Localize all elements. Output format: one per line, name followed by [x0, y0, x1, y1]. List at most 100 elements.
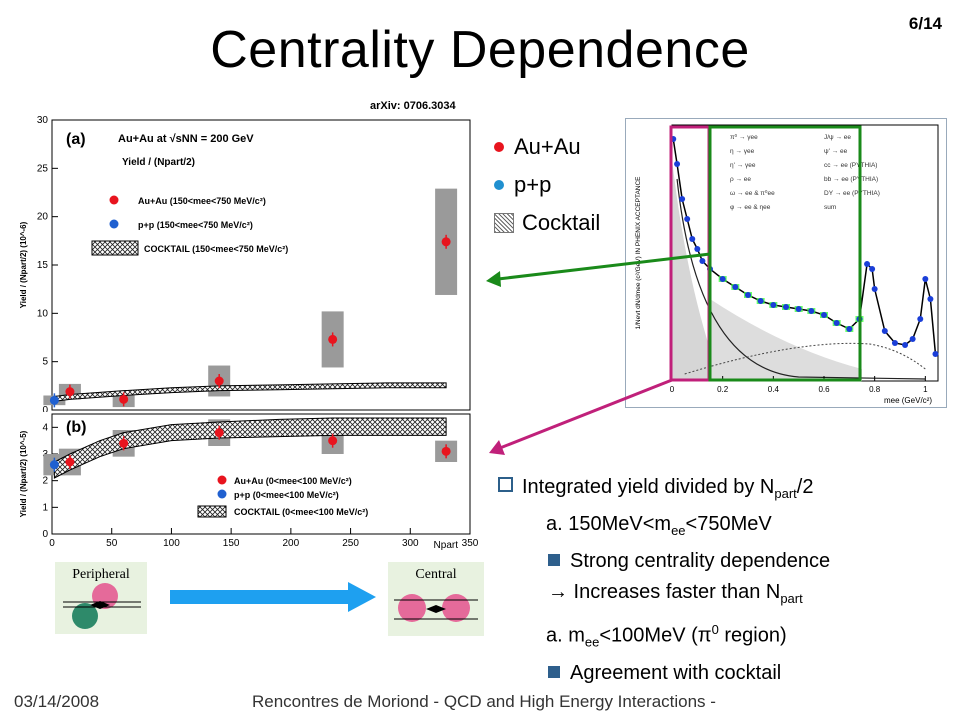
- data-point: [902, 342, 909, 348]
- green-arrowhead-icon: [486, 271, 501, 287]
- x-tick-label: 50: [106, 538, 118, 549]
- dy-curve: [684, 342, 926, 375]
- y-tick-label: 25: [37, 163, 49, 174]
- legend-item-pp: p+p: [494, 166, 600, 204]
- magenta-arrow: [499, 378, 673, 450]
- legend-entry: DY → ee (PYTHIA): [824, 190, 880, 197]
- arrow-right-icon: [170, 582, 376, 612]
- auau-point: [65, 457, 75, 467]
- data-point: [833, 320, 840, 326]
- y-axis-label: Yield / (Npart/2) (10^-6): [19, 221, 28, 308]
- legend-entry: π⁰ → γee: [730, 133, 758, 141]
- data-point: [917, 316, 924, 322]
- data-point: [795, 306, 802, 312]
- legend-text: COCKTAIL (0<mee<100 MeV/c²): [234, 507, 368, 517]
- x-tick-label: 1: [923, 385, 928, 394]
- legend-text: p+p (150<mee<750 MeV/c²): [138, 220, 253, 230]
- data-point: [757, 298, 764, 304]
- x-axis-label: Npart: [434, 540, 459, 551]
- filled-square-icon: [548, 554, 560, 566]
- red-dot-icon: [494, 142, 504, 152]
- footer-conference: Rencontres de Moriond - QCD and High Ene…: [252, 692, 716, 711]
- mid-mass-highlight-box: [708, 125, 862, 382]
- data-point: [864, 261, 871, 267]
- pp-point: [49, 460, 59, 470]
- auau-point: [119, 394, 129, 404]
- x-tick-label: 300: [402, 538, 419, 549]
- filled-square-icon: [548, 665, 560, 678]
- auau-point: [328, 436, 338, 446]
- data-point: [694, 246, 701, 252]
- legend-entry: sum: [824, 204, 836, 211]
- data-point: [699, 258, 706, 264]
- central-cartoon: Central: [388, 562, 484, 636]
- data-point: [732, 284, 739, 290]
- bullet-a1: a. 150MeV<mee<750MeV: [546, 513, 772, 538]
- data-point: [783, 304, 789, 310]
- peripheral-collision-icon: [63, 583, 141, 629]
- y-axis-label: Yield / (Npart/2) (10^-5): [19, 430, 28, 517]
- auau-point: [214, 428, 224, 438]
- legend-cocktail-swatch: [91, 240, 139, 256]
- x-tick-label: 0: [670, 385, 675, 394]
- magenta-arrowhead-icon: [489, 440, 505, 455]
- x-tick-label: 250: [342, 538, 359, 549]
- footer-date: 03/14/2008: [14, 692, 100, 711]
- legend-text: p+p (0<mee<100 MeV/c²): [234, 490, 339, 500]
- pp-point: [49, 395, 59, 405]
- auau-point: [441, 446, 451, 456]
- annotation-energy: Au+Au at √sNN = 200 GeV: [118, 133, 254, 145]
- auau-point: [441, 237, 451, 247]
- data-point: [891, 340, 898, 346]
- bullet-arrow: → Increases faster than Npart: [548, 581, 803, 606]
- legend-item-cocktail: Cocktail: [494, 204, 600, 242]
- auau-point: [65, 387, 75, 397]
- legend-auau-marker: [109, 195, 119, 205]
- cocktail-contribution: [672, 159, 710, 381]
- data-point: [821, 312, 827, 318]
- panel-label: (b): [66, 419, 86, 436]
- auau-point: [328, 334, 338, 344]
- legend-text: Au+Au (0<mee<100 MeV/c²): [234, 476, 352, 486]
- data-point: [932, 351, 939, 357]
- y-tick-label: 30: [37, 115, 49, 126]
- x-tick-label: 0: [49, 538, 55, 549]
- data-point: [770, 302, 777, 308]
- auau-point: [119, 438, 129, 448]
- data-point: [674, 161, 681, 167]
- data-point: [871, 286, 878, 292]
- data-point: [719, 276, 726, 282]
- auau-point: [214, 376, 224, 386]
- data-point: [745, 292, 751, 298]
- legend-cocktail-swatch: [197, 505, 227, 518]
- main-legend: Au+Au p+p Cocktail: [494, 128, 600, 242]
- x-tick-label: 200: [283, 538, 300, 549]
- legend-entry: ψ' → ee: [824, 148, 848, 155]
- x-tick-label: 0.8: [869, 385, 881, 394]
- central-collision-icon: [394, 594, 478, 622]
- cocktail-contribution: [710, 299, 862, 381]
- data-point: [679, 196, 686, 202]
- legend-pp-marker: [217, 489, 227, 499]
- legend-entry: J/ψ → ee: [824, 134, 851, 141]
- bullet-main: Integrated yield divided by Npart/2: [498, 472, 830, 509]
- y-tick-label: 5: [42, 357, 48, 368]
- x-tick-label: 100: [163, 538, 180, 549]
- slide-title: Centrality Dependence: [210, 21, 750, 79]
- legend-pp-marker: [109, 219, 119, 229]
- chart-b: 01234050100150200250300350(b)Yield / (Np…: [19, 413, 479, 551]
- data-point: [684, 216, 691, 222]
- y-tick-label: 1: [42, 502, 48, 513]
- legend-label-pp: p+p: [514, 172, 552, 197]
- panel-label: (a): [66, 131, 86, 148]
- y-axis-label: 1/Nevt dN/dmee (c²/GeV) IN PHENIX ACCEPT…: [635, 176, 642, 330]
- cocktail-band: [53, 417, 447, 479]
- legend-entry: ω → ee & π⁰ee: [730, 189, 775, 197]
- data-point: [869, 266, 876, 272]
- peripheral-cartoon: Peripheral: [55, 562, 147, 634]
- arxiv-reference: arXiv: 0706.3034: [370, 100, 456, 112]
- square-bullet-icon: [498, 477, 513, 492]
- data-point: [881, 328, 888, 334]
